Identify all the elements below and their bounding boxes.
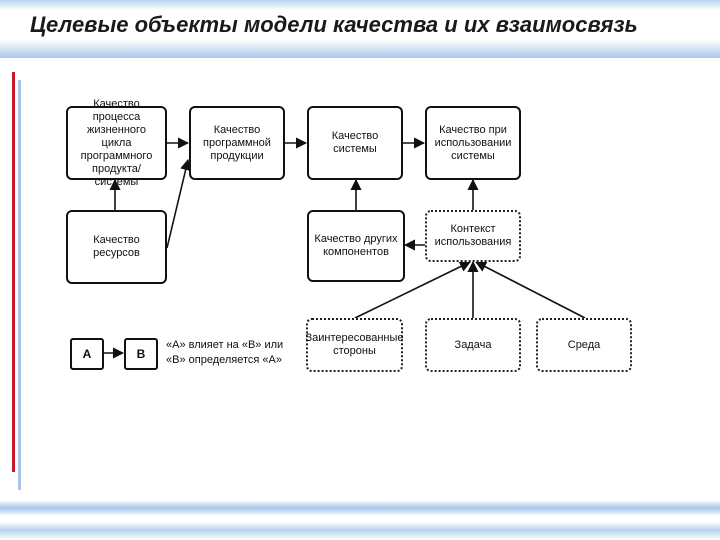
node-system-quality: Качество системы [307, 106, 403, 180]
legend-node-b: В [124, 338, 158, 370]
legend-node-a: А [70, 338, 104, 370]
legend-caption: «А» влияет на «В» или «В» определяется «… [166, 338, 283, 368]
footer-band [0, 500, 720, 540]
arrow-stakeholders-to-context [354, 261, 472, 319]
node-other-components-quality: Качество других компонентов [307, 210, 405, 282]
node-task: Задача [425, 318, 521, 372]
node-quality-in-use: Качество при использовании системы [425, 106, 521, 180]
node-product-quality: Качество программной продукции [189, 106, 285, 180]
legend-line-1: «А» влияет на «В» или [166, 339, 284, 351]
blue-accent-line [18, 80, 21, 490]
slide-title: Целевые объекты модели качества и их вза… [30, 12, 638, 37]
arrow-environment-to-context [475, 261, 586, 319]
header-band [0, 0, 720, 58]
node-environment: Среда [536, 318, 632, 372]
node-resource-quality: Качество ресурсов [66, 210, 167, 284]
arrow-resources-to-product [166, 158, 192, 249]
red-accent-line [12, 72, 15, 472]
node-stakeholders: Заинтересованные стороны [306, 318, 404, 372]
node-process-quality: Качество процесса жизненного цикла прогр… [66, 98, 167, 188]
legend-line-2: «В» определяется «А» [166, 354, 282, 366]
node-context-of-use: Контекст использования [425, 210, 521, 262]
